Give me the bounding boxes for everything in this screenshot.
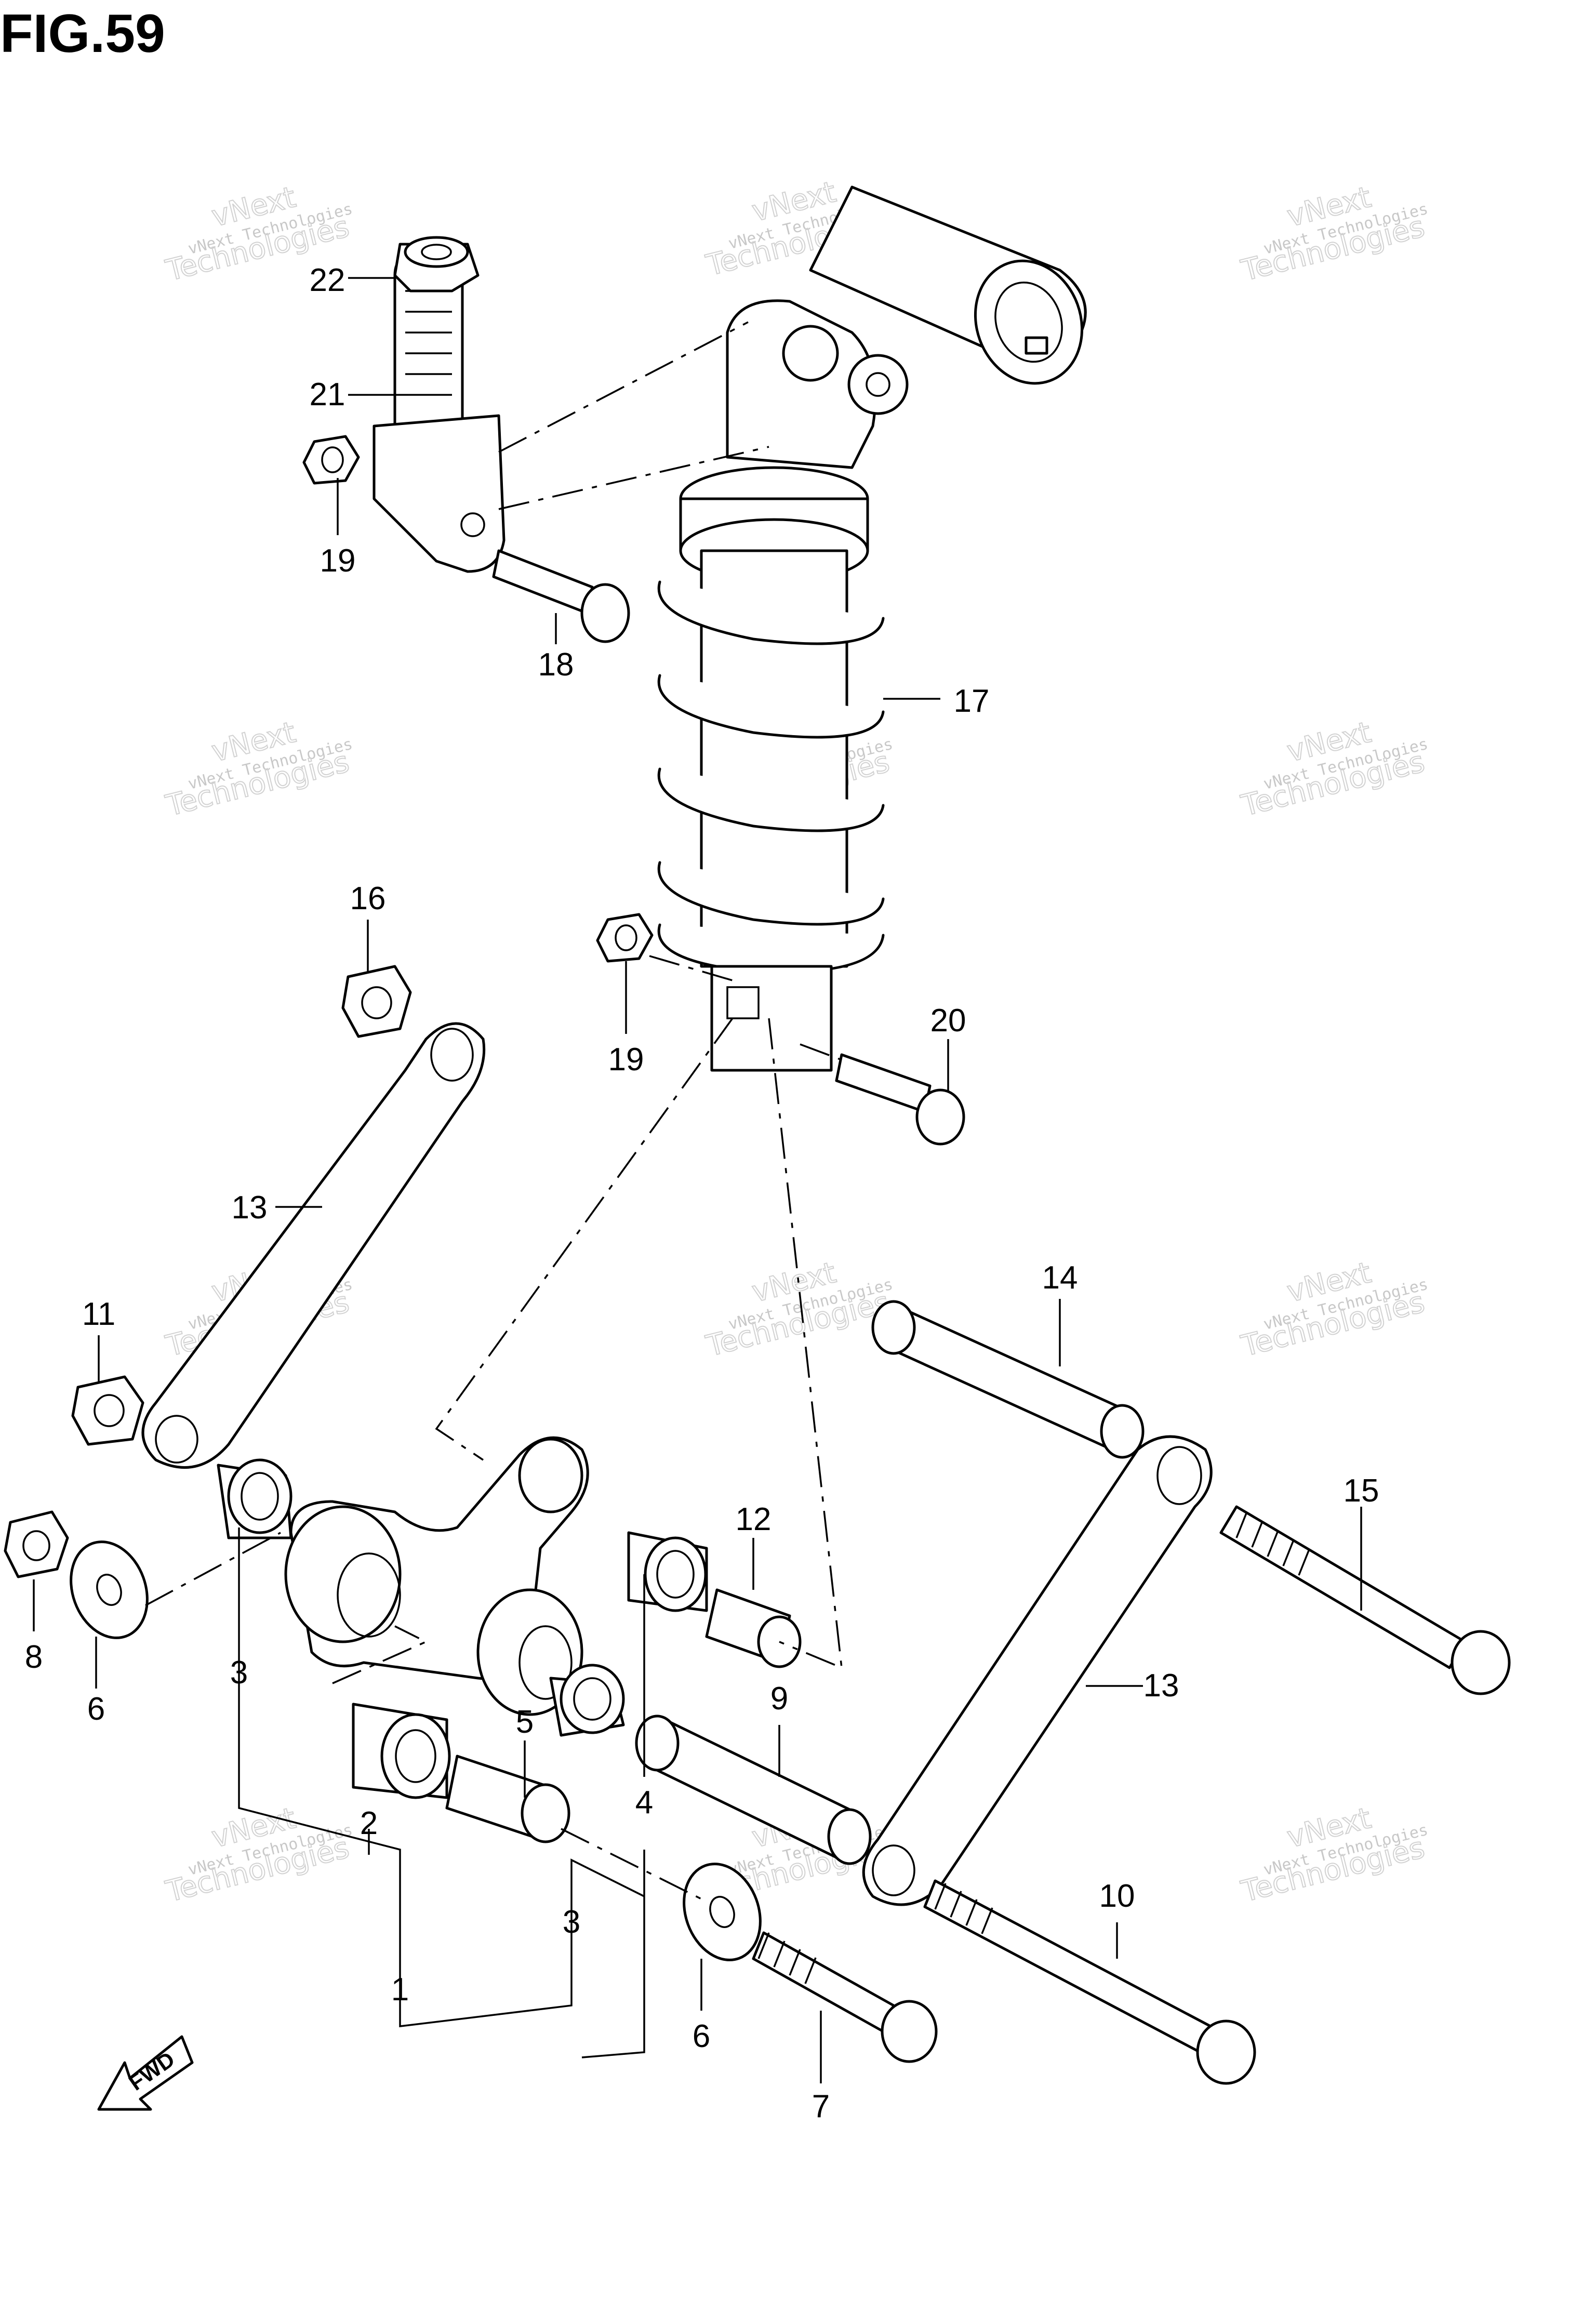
callout-c13a: 13 xyxy=(232,1190,268,1226)
bolt-20 xyxy=(835,1053,965,1146)
callout-c11: 11 xyxy=(82,1296,115,1332)
callout-c19b: 19 xyxy=(608,1042,644,1078)
callout-c5: 5 xyxy=(516,1704,534,1740)
callout-c8: 8 xyxy=(25,1639,43,1675)
callout-c3a: 3 xyxy=(230,1655,248,1691)
leader-lines xyxy=(33,277,1362,2083)
sleeve-9 xyxy=(635,1715,872,1865)
needle-bearing-2 xyxy=(352,1703,451,1799)
callout-c20: 20 xyxy=(930,1003,966,1039)
connecting-rod-13-left xyxy=(141,1022,486,1469)
nut-19-upper xyxy=(302,435,360,485)
bolt-18 xyxy=(492,549,630,643)
callout-c9: 9 xyxy=(770,1681,788,1717)
upper-clevis-mount xyxy=(373,253,506,573)
callout-c1: 1 xyxy=(391,1972,409,2008)
cushion-lever-1 xyxy=(284,1436,589,1716)
nut-8 xyxy=(4,1510,69,1578)
callout-c16: 16 xyxy=(350,881,386,916)
forward-direction-arrow: FWD xyxy=(97,2035,194,2111)
spacer-5 xyxy=(445,1755,570,1843)
nut-11 xyxy=(71,1375,144,1446)
spacer-12 xyxy=(705,1588,802,1668)
bolt-10 xyxy=(923,1879,1256,2085)
callout-c14: 14 xyxy=(1042,1260,1078,1296)
nut-16 xyxy=(341,965,412,1038)
callout-c17: 17 xyxy=(954,683,990,719)
callout-c15: 15 xyxy=(1344,1473,1379,1509)
callout-c21: 21 xyxy=(310,377,345,413)
callout-c4: 4 xyxy=(635,1785,653,1821)
figure-title: FIG.59 xyxy=(0,4,165,64)
assembly-lines xyxy=(145,321,843,1903)
bolt-7 xyxy=(752,1931,938,2063)
washer-6-right xyxy=(683,1863,762,1961)
callout-c19a: 19 xyxy=(320,543,356,579)
callout-c6b: 6 xyxy=(693,2018,710,2054)
needle-bearing-4 xyxy=(627,1531,708,1612)
needle-bearing-3-upper xyxy=(217,1458,292,1539)
needle-bearing-3-lower xyxy=(549,1664,625,1737)
callout-c10: 10 xyxy=(1099,1878,1135,1914)
callout-c13b: 13 xyxy=(1143,1668,1179,1704)
callout-c2: 2 xyxy=(360,1805,378,1841)
callout-c6a: 6 xyxy=(87,1691,105,1727)
callout-c22: 22 xyxy=(310,262,345,298)
callout-c12: 12 xyxy=(736,1502,772,1537)
flange-nut-22 xyxy=(393,236,480,293)
washer-6-left xyxy=(70,1540,149,1639)
callout-c3b: 3 xyxy=(563,1904,580,1940)
sleeve-14 xyxy=(871,1300,1145,1459)
nut-19-lower xyxy=(596,913,654,963)
callout-c7: 7 xyxy=(812,2089,830,2124)
rear-shock-absorber xyxy=(657,185,1087,1072)
bolt-15 xyxy=(1219,1505,1511,1695)
callout-c18: 18 xyxy=(538,647,574,683)
